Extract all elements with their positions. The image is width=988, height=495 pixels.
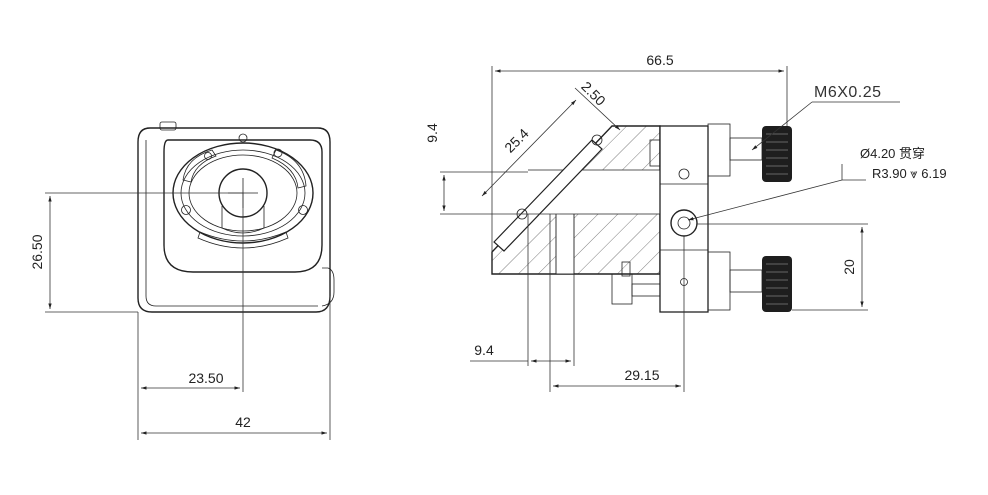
side-lower-knob[interactable] <box>762 256 792 312</box>
side-dim-overall-label: 66.5 <box>646 52 673 68</box>
front-body-inner-edge <box>145 140 318 307</box>
hole-callout-diameter: Ø4.20 贯穿 <box>860 146 925 161</box>
notes: M6X0.25 Ø4.20 贯穿 R3.90 ⩔ 6.19 <box>687 84 947 221</box>
front-dim-height-label: 26.50 <box>29 234 45 269</box>
front-dim-center-label: 23.50 <box>188 370 223 386</box>
side-stub-lower-cap <box>631 283 661 297</box>
side-upper-knob-knurl <box>766 133 788 175</box>
side-stub-lower <box>611 273 633 305</box>
front-adjust-slot-right <box>271 149 307 189</box>
front-adjust-slot-left <box>182 149 217 183</box>
front-rear-plate <box>321 267 335 307</box>
front-mirror-mount-face <box>163 139 323 273</box>
side-dim-horizontal-offset-label: 9.4 <box>474 342 494 358</box>
front-screw-upper-right <box>273 148 283 158</box>
side-view: 66.5 2.50 25.4 9.4 9.4 29.15 20 <box>424 52 868 392</box>
side-small-hole <box>678 168 690 180</box>
front-adjust-slot-bottom <box>197 231 289 249</box>
side-dim-line-thickness <box>574 87 621 131</box>
front-screw-upper-left <box>204 152 212 160</box>
side-lower-shaft <box>729 269 763 293</box>
side-upper-collar <box>707 123 731 177</box>
side-stub-lower-head <box>621 261 631 277</box>
thread-leader-diag <box>751 101 813 151</box>
side-dim-line-mirror <box>481 99 577 197</box>
front-body-outline <box>137 127 331 313</box>
front-screw-top <box>238 133 248 143</box>
hole-callout-counterbore: R3.90 ⩔ 6.19 <box>872 166 947 181</box>
side-dim-vertical-offset-label: 9.4 <box>424 123 440 143</box>
hole-callout-frame <box>841 164 866 181</box>
side-dim-thickness-label: 2.50 <box>578 78 609 109</box>
side-lower-knob-knurl <box>766 263 788 305</box>
side-lower-collar <box>707 251 731 311</box>
front-screw-left <box>181 205 191 215</box>
side-dim-rear-label: 29.15 <box>624 367 659 383</box>
thread-callout: M6X0.25 <box>814 84 882 101</box>
side-stub-upper <box>649 139 661 167</box>
front-dim-width-label: 42 <box>235 414 251 430</box>
side-upper-knob[interactable] <box>762 126 792 182</box>
side-bore <box>555 211 575 275</box>
side-dim-mirror-label: 25.4 <box>501 125 532 156</box>
side-upper-shaft <box>729 137 763 161</box>
side-through-hole-inner <box>677 216 691 230</box>
front-view: 26.50 23.50 42 <box>29 121 335 440</box>
hole-callout-leader <box>687 179 843 221</box>
front-top-tab <box>159 121 177 131</box>
side-dim-height-label: 20 <box>841 259 857 275</box>
front-screw-right <box>298 205 308 215</box>
side-mirror-retainer-top <box>591 134 603 146</box>
